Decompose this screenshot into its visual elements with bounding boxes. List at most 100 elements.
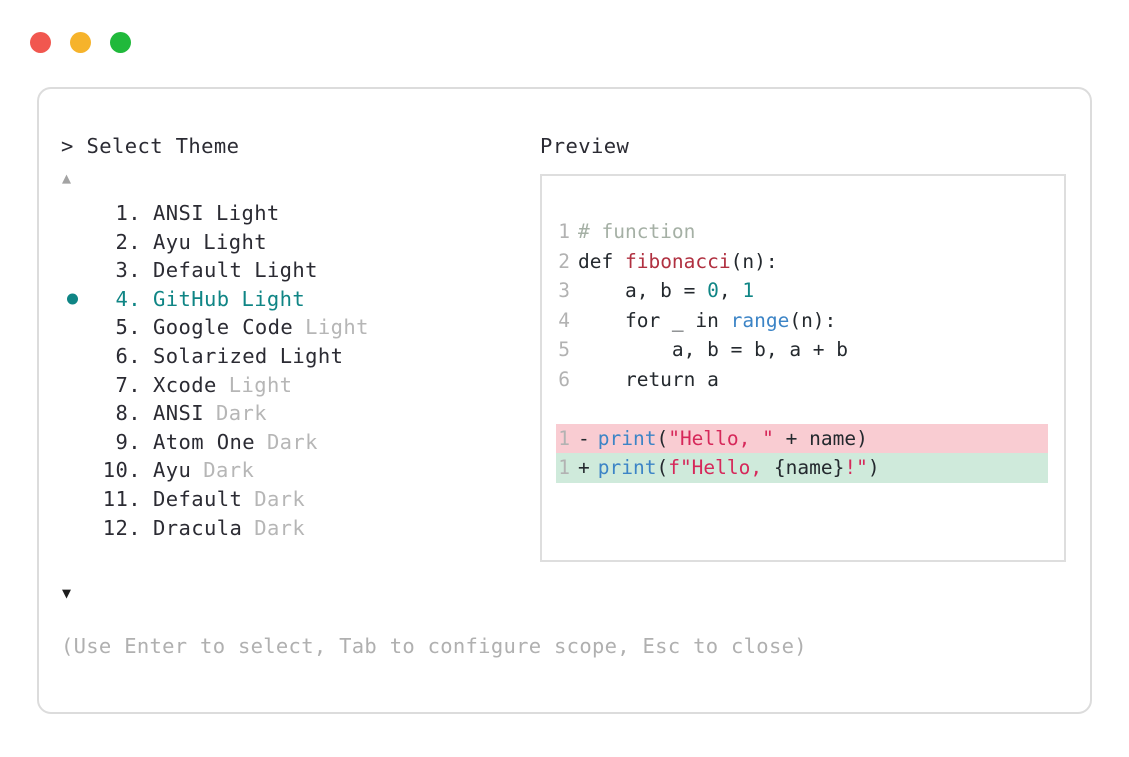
code-token: "Hello, " bbox=[668, 426, 774, 450]
code-token: a, b = bbox=[578, 279, 708, 302]
diff-added-line: 1 + print(f"Hello, {name}!") bbox=[556, 453, 1048, 483]
theme-item-variant: Light bbox=[279, 343, 344, 368]
line-number: 6 bbox=[558, 367, 570, 391]
code-token: ( bbox=[656, 426, 669, 450]
code-spacer bbox=[556, 394, 1064, 424]
scroll-down-icon[interactable]: ▼ bbox=[62, 584, 72, 602]
theme-item-index: 4. bbox=[115, 286, 141, 311]
theme-list-item[interactable]: 10. Ayu Dark bbox=[61, 456, 531, 485]
code-token: # function bbox=[578, 220, 696, 243]
code-line: 1 # function bbox=[556, 217, 1064, 247]
code-token: 0 bbox=[707, 279, 719, 302]
theme-item-name: Dracula bbox=[153, 515, 243, 540]
line-number-gap bbox=[570, 306, 578, 336]
code-line: 6 return a bbox=[556, 365, 1064, 395]
theme-item-name: Ayu bbox=[153, 229, 192, 254]
theme-item-variant: Light bbox=[241, 286, 306, 311]
maximize-icon[interactable] bbox=[110, 32, 131, 53]
theme-item-index: 10. bbox=[102, 458, 141, 483]
line-number-gap bbox=[570, 217, 578, 247]
theme-item-variant: Dark bbox=[254, 515, 306, 540]
theme-item-variant: Dark bbox=[254, 486, 306, 511]
line-number: 5 bbox=[558, 338, 570, 361]
code-token: print bbox=[597, 426, 657, 450]
diff-marker: + bbox=[578, 456, 590, 479]
theme-item-variant: Dark bbox=[203, 458, 255, 483]
theme-item-index: 12. bbox=[102, 515, 141, 540]
line-number: 2 bbox=[558, 249, 570, 273]
code-token: (n): bbox=[730, 249, 778, 273]
theme-item-index: 2. bbox=[115, 229, 141, 254]
keyboard-hint: (Use Enter to select, Tab to configure s… bbox=[61, 634, 807, 658]
theme-item-variant: Dark bbox=[215, 401, 267, 426]
theme-item-name: ANSI bbox=[153, 401, 204, 426]
theme-list-item[interactable]: 7. Xcode Light bbox=[61, 371, 531, 400]
code-token: range bbox=[730, 308, 790, 332]
theme-item-index: 6. bbox=[115, 343, 141, 368]
diff-marker-gap bbox=[586, 427, 598, 450]
line-number-gap bbox=[570, 453, 578, 483]
code-token: {name} bbox=[773, 456, 845, 479]
code-token: print bbox=[597, 456, 657, 479]
code-token: return a bbox=[578, 367, 719, 391]
theme-item-variant: Light bbox=[305, 315, 369, 340]
theme-item-name: ANSI bbox=[153, 201, 204, 225]
line-number-gap bbox=[570, 424, 578, 454]
line-number-gap bbox=[570, 365, 578, 395]
theme-list-item[interactable]: 9. Atom One Dark bbox=[61, 428, 531, 457]
code-token: 1 bbox=[742, 279, 755, 302]
code-token: ) bbox=[856, 426, 868, 450]
code-token: ) bbox=[867, 456, 880, 479]
theme-item-index: 7. bbox=[115, 372, 141, 397]
scroll-up-icon[interactable]: ▲ bbox=[62, 169, 72, 187]
line-number-gap bbox=[570, 247, 578, 277]
theme-item-variant: Light bbox=[228, 372, 293, 397]
theme-list-item[interactable]: 11. Default Dark bbox=[61, 485, 531, 514]
theme-item-variant: Light bbox=[254, 258, 318, 283]
theme-item-name: Default bbox=[153, 486, 243, 511]
line-number-gap bbox=[570, 276, 578, 306]
code-token: ( bbox=[656, 456, 669, 479]
theme-item-name: Atom One bbox=[153, 429, 255, 454]
theme-item-variant: Dark bbox=[266, 429, 318, 454]
theme-list-item[interactable]: 3. Default Light bbox=[61, 256, 531, 285]
code-line: 5 a, b = b, a + b bbox=[556, 335, 1064, 365]
theme-item-name: Solarized bbox=[153, 343, 268, 368]
line-number: 1 bbox=[558, 426, 570, 450]
code-token: , bbox=[718, 279, 743, 302]
line-number: 1 bbox=[558, 220, 570, 243]
code-token: f"Hello, bbox=[668, 456, 774, 479]
code-token: def bbox=[578, 249, 625, 273]
theme-item-variant: Light bbox=[215, 201, 280, 225]
code-line: 3 a, b = 0, 1 bbox=[556, 276, 1064, 306]
theme-item-index: 3. bbox=[115, 258, 141, 283]
code-token: !" bbox=[844, 456, 868, 479]
theme-list-item[interactable]: 12. Dracula Dark bbox=[61, 514, 531, 543]
diff-removed-line: 1 - print("Hello, " + name) bbox=[556, 423, 1048, 454]
theme-item-name: Ayu bbox=[153, 458, 192, 483]
minimize-icon[interactable] bbox=[70, 32, 91, 53]
theme-list-item[interactable]: 6. Solarized Light bbox=[61, 342, 531, 371]
code-token: + name bbox=[773, 426, 857, 450]
code-line: 4 for _ in range(n): bbox=[556, 306, 1064, 336]
diff-marker: - bbox=[578, 426, 590, 450]
line-number: 3 bbox=[558, 279, 570, 302]
theme-item-index: 9. bbox=[115, 429, 141, 454]
theme-item-name: Default bbox=[153, 258, 243, 283]
line-number-gap bbox=[570, 335, 578, 365]
theme-item-name: Xcode bbox=[153, 372, 217, 397]
close-icon[interactable] bbox=[30, 32, 51, 53]
code-token: a, b = b, a + b bbox=[578, 338, 849, 361]
theme-item-index: 11. bbox=[102, 486, 141, 511]
code-token: for _ in bbox=[578, 308, 731, 332]
code-token: fibonacci bbox=[624, 249, 731, 273]
